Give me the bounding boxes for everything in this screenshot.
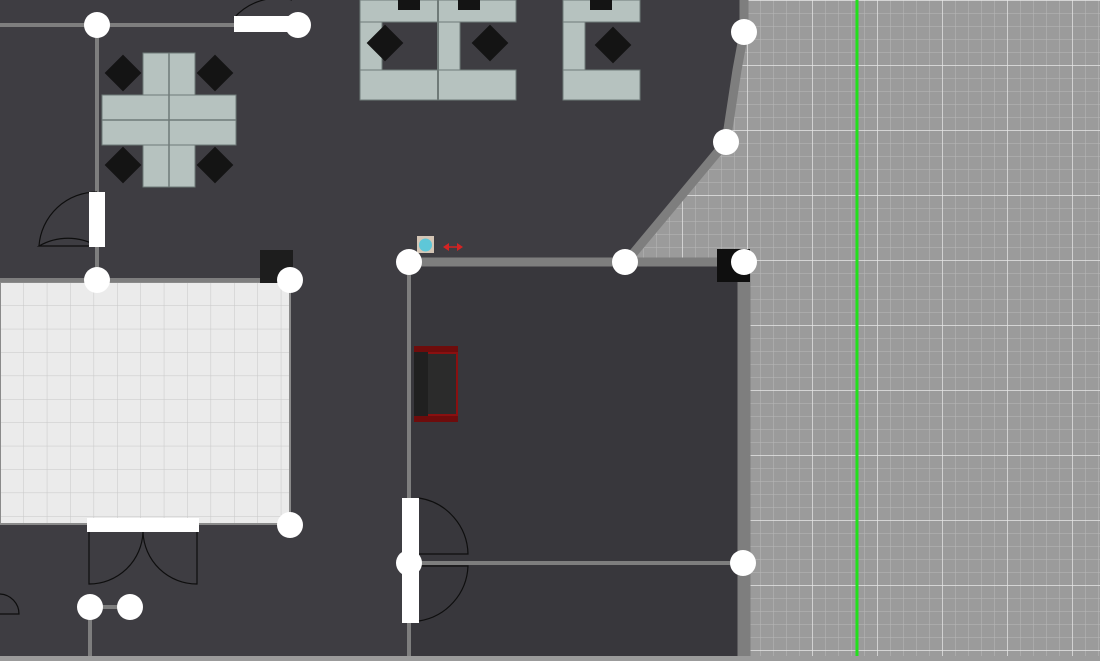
chair-icon[interactable]	[104, 54, 142, 92]
chair-icon[interactable]	[471, 24, 509, 62]
wall-node-icon[interactable]	[730, 550, 756, 576]
wall-node-icon[interactable]	[396, 249, 422, 275]
chair-icon[interactable]	[398, 0, 420, 10]
sofa-icon[interactable]	[414, 346, 458, 422]
chair-icon[interactable]	[590, 0, 612, 10]
chair-icon[interactable]	[366, 24, 404, 62]
wall-node-icon[interactable]	[84, 12, 110, 38]
wall-node-icon[interactable]	[84, 267, 110, 293]
wall-node-icon[interactable]	[713, 129, 739, 155]
wall-node-icon[interactable]	[77, 594, 103, 620]
cubicle-cluster-right[interactable]	[562, 0, 641, 101]
wall-node-icon[interactable]	[277, 512, 303, 538]
wall-node-icon[interactable]	[117, 594, 143, 620]
chair-icon[interactable]	[196, 146, 234, 184]
wall-node-icon[interactable]	[396, 550, 422, 576]
cubicle-cluster-center[interactable]	[359, 0, 517, 101]
door-icon[interactable]	[87, 518, 199, 585]
wall-node-icon[interactable]	[285, 12, 311, 38]
wall-node-icon[interactable]	[731, 19, 757, 45]
tile-room[interactable]	[0, 281, 291, 525]
chair-icon[interactable]	[196, 54, 234, 92]
door-icon[interactable]	[233, 0, 298, 32]
door-icon[interactable]	[36, 191, 105, 247]
light-icon[interactable]	[417, 236, 434, 253]
cubicle-cluster-left[interactable]	[101, 52, 237, 188]
room-floor[interactable]	[409, 262, 744, 656]
chair-icon[interactable]	[594, 26, 632, 64]
wall-node-icon[interactable]	[731, 249, 757, 275]
dimension-arrows-icon[interactable]	[443, 243, 463, 251]
wall-node-icon[interactable]	[277, 267, 303, 293]
door-icon[interactable]	[0, 593, 20, 615]
chair-icon[interactable]	[104, 146, 142, 184]
wall-nodes[interactable]	[77, 12, 757, 620]
wall-node-icon[interactable]	[612, 249, 638, 275]
chair-icon[interactable]	[458, 0, 480, 10]
